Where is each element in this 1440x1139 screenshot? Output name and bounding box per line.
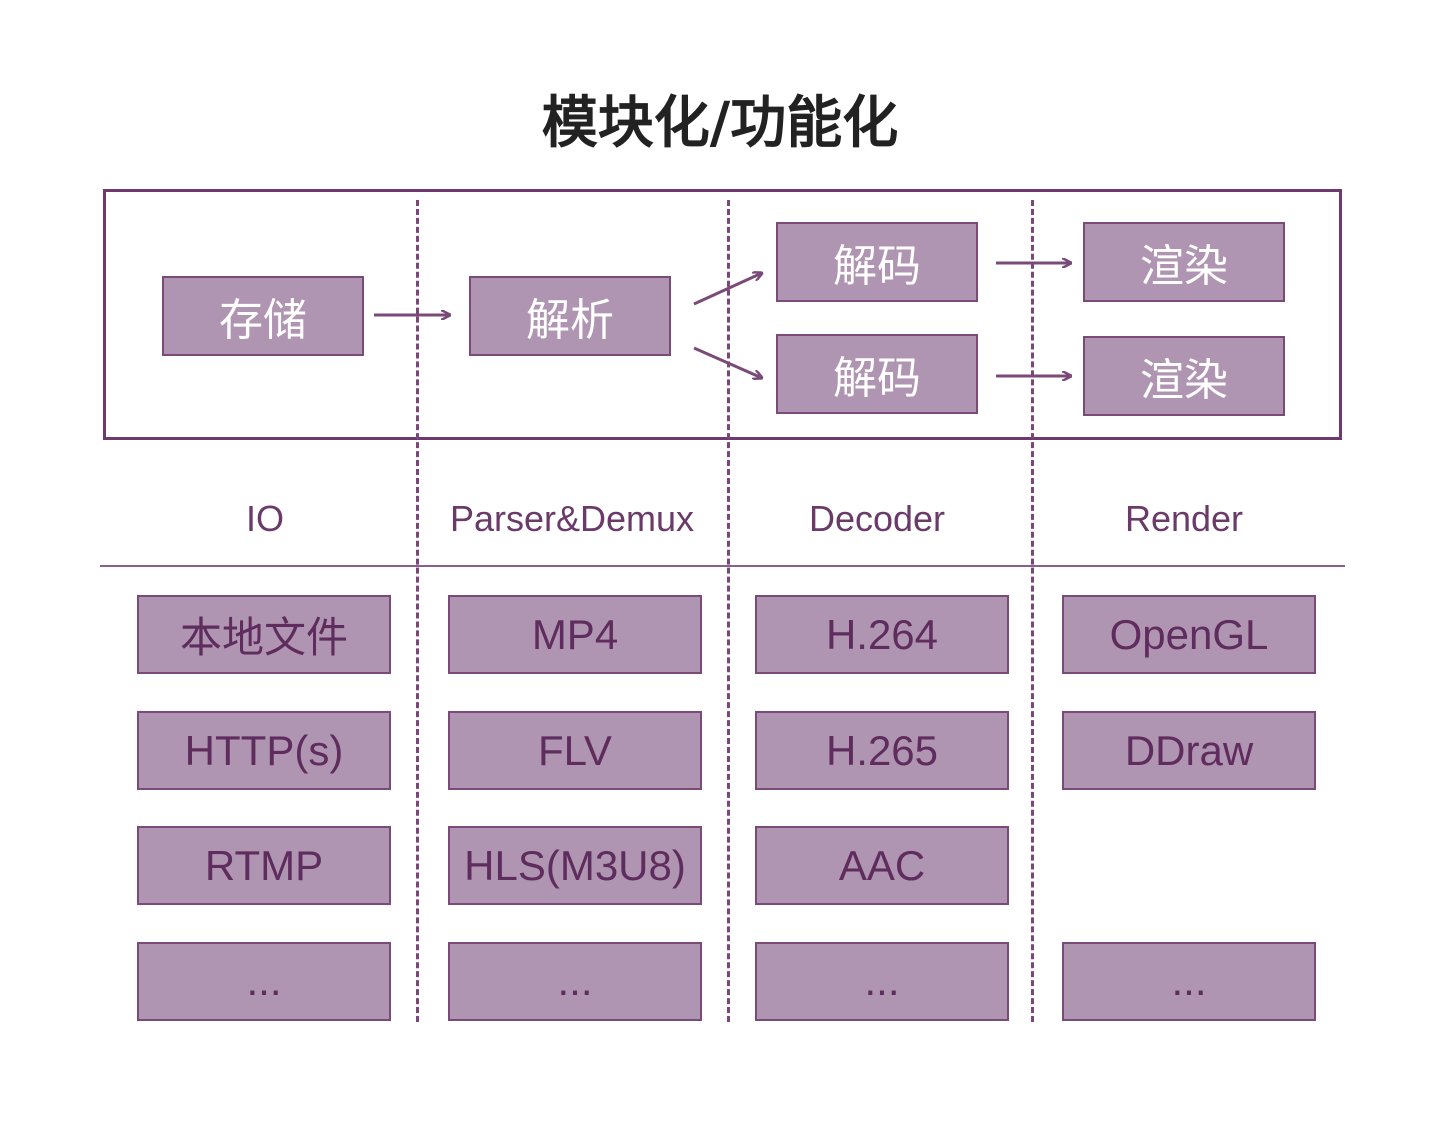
pipeline-frame	[103, 189, 1342, 440]
arrow-parse-to-decode-2	[693, 346, 762, 378]
decode-node-2: 解码	[776, 334, 978, 414]
decoder-item: AAC	[755, 826, 1009, 905]
parser-item: HLS(M3U8)	[448, 826, 702, 905]
render-item: OpenGL	[1062, 595, 1316, 674]
io-item: HTTP(s)	[137, 711, 391, 790]
parser-item: FLV	[448, 711, 702, 790]
parser-item: MP4	[448, 595, 702, 674]
io-item: 本地文件	[137, 595, 391, 674]
parser-item-more: ...	[448, 942, 702, 1021]
column-divider-1	[416, 200, 419, 1022]
column-header-decoder: Decoder	[808, 498, 946, 539]
column-divider-2	[727, 200, 730, 1022]
decoder-item: H.264	[755, 595, 1009, 674]
diagram-title: 模块化/功能化	[541, 91, 899, 156]
column-header-parser: Parser&Demux	[449, 498, 695, 539]
column-header-render: Render	[1124, 498, 1244, 539]
render-node-1: 渲染	[1083, 222, 1285, 302]
decode-node-1: 解码	[776, 222, 978, 302]
storage-node: 存储	[162, 276, 364, 356]
arrow-parse-to-decode-1	[693, 273, 762, 306]
column-header-io: IO	[245, 498, 284, 539]
io-item-more: ...	[137, 942, 391, 1021]
render-item: DDraw	[1062, 711, 1316, 790]
parse-node: 解析	[469, 276, 671, 356]
decoder-item: H.265	[755, 711, 1009, 790]
decoder-item-more: ...	[755, 942, 1009, 1021]
render-node-2: 渲染	[1083, 336, 1285, 416]
header-divider	[100, 565, 1345, 567]
render-item-more: ...	[1062, 942, 1316, 1021]
io-item: RTMP	[137, 826, 391, 905]
column-divider-3	[1031, 200, 1034, 1022]
